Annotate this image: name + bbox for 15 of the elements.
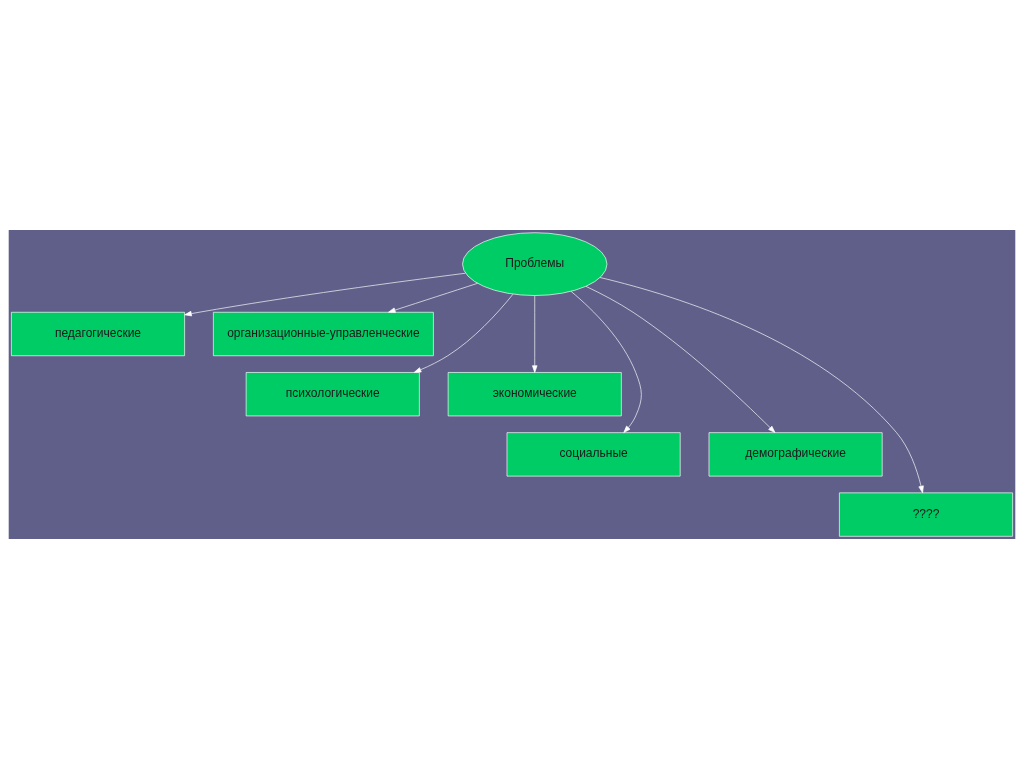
arrow <box>532 294 538 373</box>
node-ellipse: Проблемы <box>462 231 608 296</box>
node-box: экономические <box>447 371 622 416</box>
node-box: социальные <box>506 431 681 476</box>
arrow <box>599 276 924 493</box>
arrow <box>184 272 466 316</box>
node-box: демографические <box>708 431 883 476</box>
arrow <box>585 285 776 433</box>
arrow <box>413 293 514 373</box>
node-box: ???? <box>839 492 1013 537</box>
node-box: организационные-управленческие <box>213 311 434 356</box>
arrow <box>388 282 478 313</box>
node-box: педагогические <box>11 311 185 356</box>
arrow <box>570 290 642 433</box>
node-box: психологические <box>245 371 420 416</box>
